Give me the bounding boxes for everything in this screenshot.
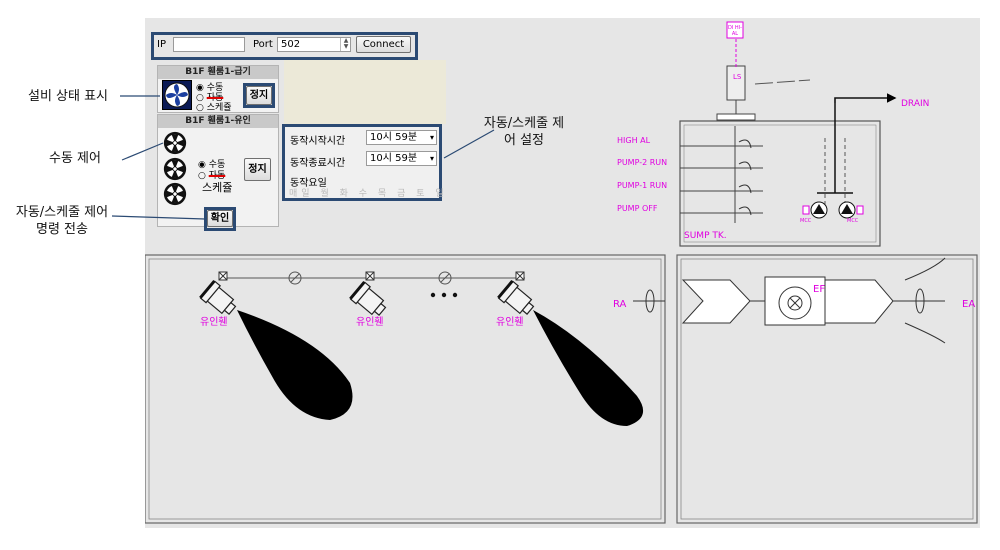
- day-selector[interactable]: 매일 월 화 수 목 금 토 일: [289, 186, 448, 199]
- level-high-al: HIGH AL: [617, 136, 651, 145]
- induction-fan-2[interactable]: [349, 271, 389, 320]
- day-thu[interactable]: 목: [377, 189, 391, 199]
- end-time-label: 동작종료시간: [290, 158, 346, 169]
- exhaust-panel-title: B1F 휀룸1-유인: [158, 115, 278, 128]
- ef-label: EF: [813, 284, 825, 295]
- start-time-picker[interactable]: 10시 59분▾: [366, 130, 437, 145]
- level-pump-off: PUMP OFF: [617, 204, 658, 213]
- day-sat[interactable]: 토: [416, 189, 429, 199]
- fan-label-2: 유인휀: [356, 316, 384, 328]
- mcc-label-1: MCC: [800, 218, 812, 224]
- connect-button[interactable]: Connect: [356, 36, 411, 53]
- more-fans-dot: [452, 292, 458, 298]
- start-time-label: 동작시작시간: [290, 136, 346, 147]
- level-switch-label: LS: [733, 73, 742, 81]
- fan-status-icon: [162, 80, 192, 110]
- mcc-label-2: MCC: [847, 218, 859, 224]
- supply-mode-manual[interactable]: ◉ 수동: [196, 83, 224, 93]
- ra-label: RA: [613, 299, 627, 310]
- fan-label-3: 유인휀: [496, 316, 524, 328]
- day-sun[interactable]: 일: [435, 189, 448, 199]
- sump-tank: [679, 120, 881, 247]
- exhaust-mode-schedule[interactable]: 스케쥴: [202, 181, 233, 194]
- exhaust-stop-button[interactable]: 정지: [244, 158, 271, 181]
- day-fri[interactable]: 금: [397, 189, 410, 199]
- more-fans-dot: [441, 292, 447, 298]
- confirm-button[interactable]: 확인: [207, 210, 233, 227]
- port-input[interactable]: 502: [277, 37, 351, 52]
- ea-label: EA: [962, 299, 975, 310]
- exhaust-mode-manual[interactable]: ◉ 수동: [198, 160, 226, 170]
- port-label: Port: [253, 39, 273, 50]
- facility-diagram: 유인휀 유인휀 유인휀 RA EF EA: [145, 21, 978, 524]
- supply-panel-title: B1F 휀룸1-급기: [158, 66, 278, 79]
- ahu-room-outline: [676, 254, 978, 524]
- fan-icon: [163, 182, 187, 206]
- alarm-indicator[interactable]: DI HI-AL: [728, 25, 742, 37]
- level-pump1-run: PUMP-1 RUN: [617, 181, 668, 190]
- day-wed[interactable]: 수: [358, 189, 372, 199]
- port-spinner[interactable]: ▲▼: [340, 38, 351, 51]
- level-pump2-run: PUMP-2 RUN: [617, 158, 668, 167]
- day-everyday[interactable]: 매일: [289, 189, 314, 199]
- callout-status: 설비 상태 표시: [27, 89, 109, 104]
- fan-icon: [163, 131, 187, 155]
- exhaust-mode-auto[interactable]: ○ 자동: [198, 171, 226, 181]
- sump-tank-label: SUMP TK.: [684, 231, 727, 241]
- fan-label-1: 유인휀: [200, 316, 228, 328]
- drain-label: DRAIN: [901, 99, 930, 109]
- callout-auto-setting: 자동/스케줄 제어 설정: [483, 116, 565, 148]
- day-mon[interactable]: 월: [320, 189, 333, 199]
- fan-room-outline: [145, 254, 666, 524]
- connection-highlight: [151, 32, 418, 60]
- status-highlight: [243, 83, 275, 108]
- induction-fan-1[interactable]: [199, 271, 353, 420]
- day-tue[interactable]: 화: [339, 189, 352, 199]
- ip-input[interactable]: [173, 37, 245, 52]
- ip-label: IP: [157, 39, 166, 50]
- empty-area: [284, 60, 446, 124]
- days-label: 동작요일: [290, 178, 327, 189]
- callout-auto-command: 자동/스케줄 제어 명령 전송: [15, 205, 109, 237]
- supply-stop-button[interactable]: 정지: [246, 86, 272, 105]
- more-fans-dot: [430, 292, 436, 298]
- callout-manual: 수동 제어: [49, 151, 101, 166]
- end-time-picker[interactable]: 10시 59분▾: [366, 151, 437, 166]
- induction-fan-3[interactable]: [497, 271, 644, 426]
- confirm-highlight: [204, 207, 236, 231]
- supply-mode-schedule[interactable]: ○ 스케쥴: [196, 103, 232, 113]
- fan-icon: [163, 157, 187, 181]
- supply-mode-auto[interactable]: ○ 자동: [196, 93, 224, 103]
